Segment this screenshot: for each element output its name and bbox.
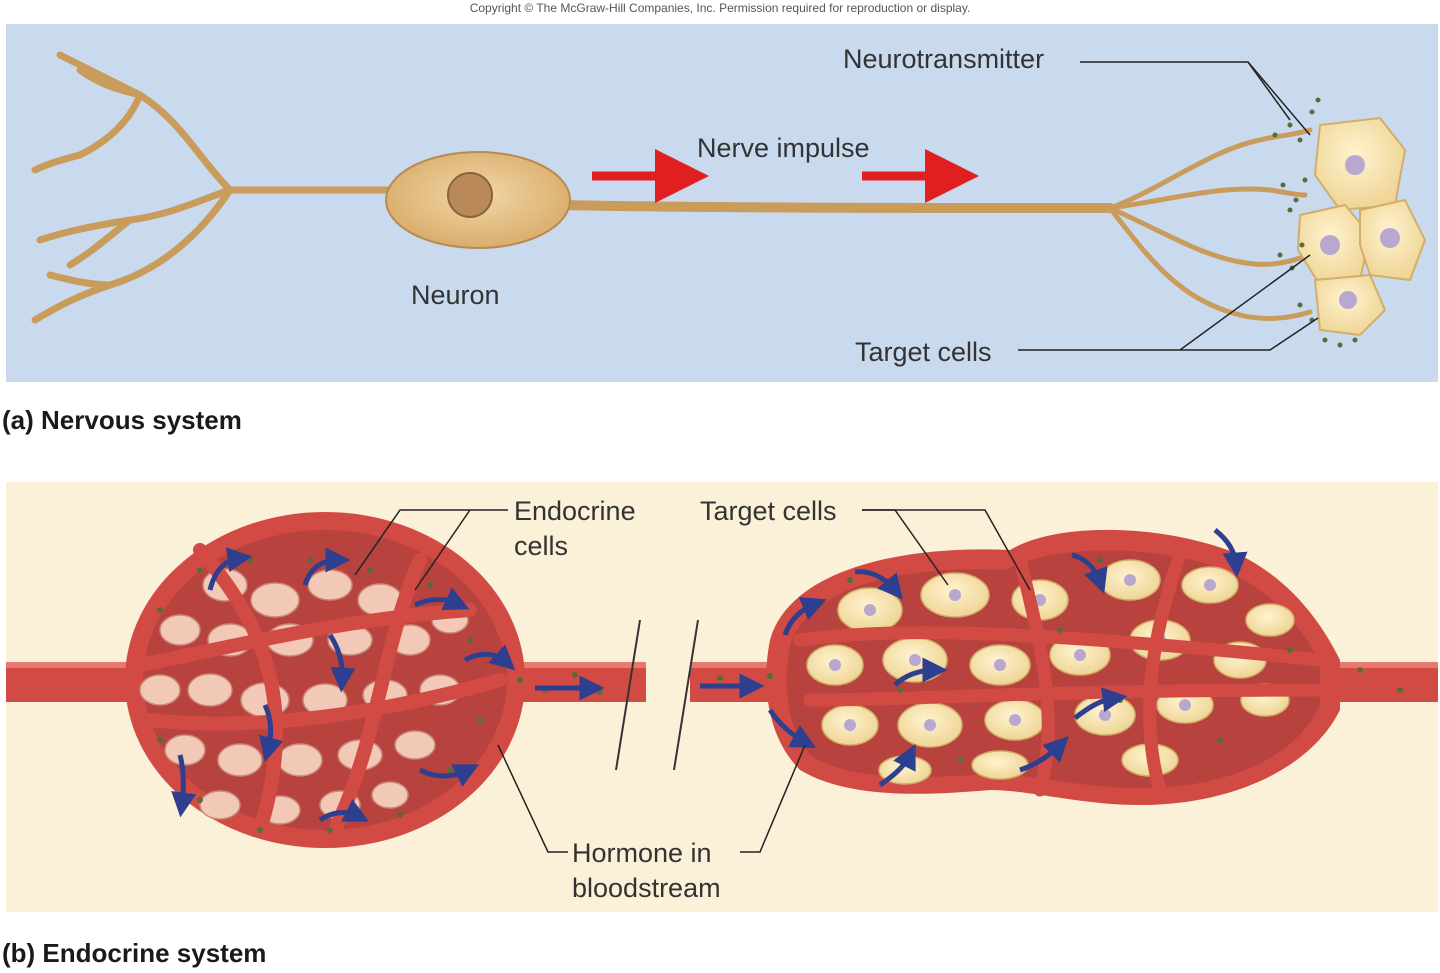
- label-hormone-line2: bloodstream: [572, 873, 721, 903]
- leader-lines-b: [354, 509, 1031, 853]
- dendrites: [31, 51, 399, 324]
- label-target-cells-b: Target cells: [700, 496, 837, 526]
- label-neuron: Neuron: [411, 280, 500, 310]
- copyright-notice: Copyright © The McGraw-Hill Companies, I…: [469, 1, 971, 15]
- label-hormone-line1: Hormone in: [572, 838, 712, 868]
- label-nerve-impulse: Nerve impulse: [697, 133, 870, 163]
- vessel-break-marks: [615, 619, 699, 771]
- label-neurotransmitter: Neurotransmitter: [843, 44, 1044, 74]
- neuron: [31, 51, 1313, 324]
- target-tissue: [766, 529, 1340, 805]
- axon: [555, 200, 1115, 213]
- target-cells-a: [1296, 116, 1427, 337]
- leader-lines-a: [1018, 61, 1319, 351]
- axon-terminals: [1107, 127, 1313, 321]
- hormone-dots: [157, 557, 1403, 833]
- caption-nervous-system: (a) Nervous system: [2, 405, 242, 435]
- blood-flow-arrows: [171, 528, 1248, 823]
- label-endocrine-cells-line1: Endocrine: [514, 496, 636, 526]
- neuron-nucleus: [447, 172, 493, 218]
- neurotransmitter-dots: [1272, 97, 1358, 348]
- label-target-cells-a: Target cells: [855, 337, 992, 367]
- label-endocrine-cells-line2: cells: [514, 531, 568, 561]
- caption-endocrine-system: (b) Endocrine system: [2, 938, 266, 968]
